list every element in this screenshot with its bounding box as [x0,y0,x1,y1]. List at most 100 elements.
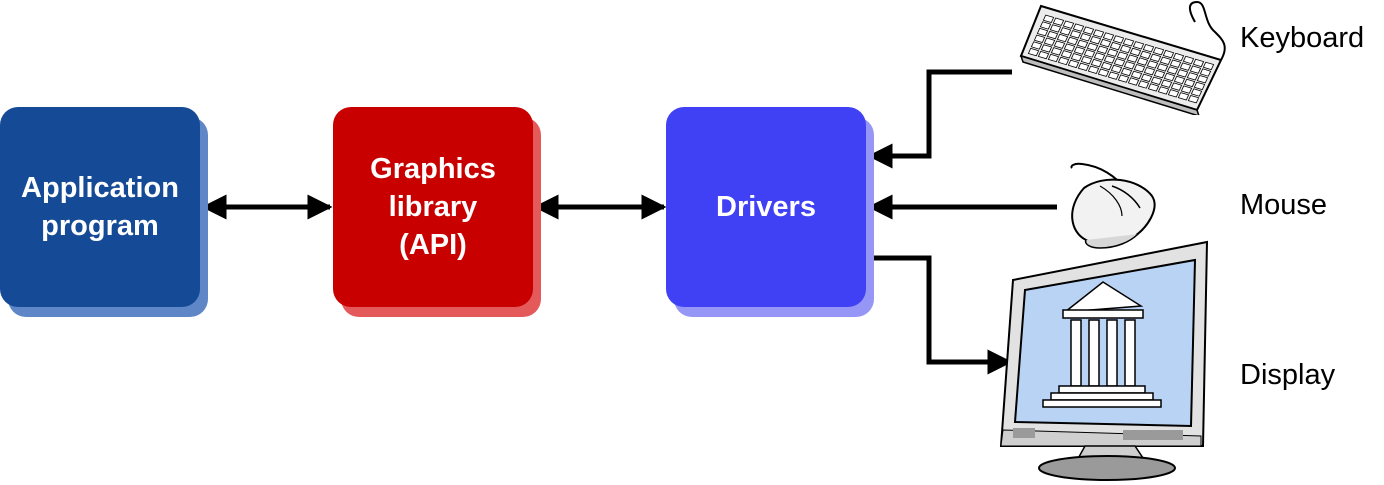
keyboard-key [1096,45,1109,54]
keyboard-key [1050,47,1063,56]
keyboard-key [1087,65,1100,74]
keyboard-key [1190,88,1203,97]
keyboard-key [1067,59,1080,69]
keyboard-key [1146,60,1159,69]
application-program-block: Application program [0,107,208,317]
application-program-face: Application program [0,107,200,307]
keyboard-key [1157,86,1170,95]
monitor-icon [999,240,1209,481]
keyboard-key [1149,53,1162,62]
keyboard-key [1090,58,1103,68]
keyboard-key [1193,81,1206,91]
keyboard-key [1186,72,1199,81]
keyboard-key [1113,58,1126,67]
keyboard-key [1159,56,1172,65]
keyboard-label: Keyboard [1240,22,1365,54]
keyboard-key [1049,24,1062,33]
keyboard-key [1053,40,1066,49]
graphics-library-label: Graphics library (API) [370,153,496,261]
keyboard-key [1119,44,1132,54]
keyboard-key [1069,30,1082,39]
keyboard-key [1103,55,1116,64]
keyboard-key [1166,66,1179,75]
keyboard-key [1033,34,1046,43]
keyboard-key [1099,38,1112,48]
keyboard-key [1110,64,1123,74]
keyboard-key [1043,37,1056,46]
keyboard-key [1123,61,1136,70]
keyboard-key [1093,52,1106,61]
keyboard-key [1047,53,1060,63]
keyboard-key [1130,70,1143,80]
keyboard-key [1152,47,1165,56]
graphics-library-face: Graphics library (API) [333,107,533,307]
keyboard-key [1172,52,1185,62]
keyboard-key [1086,42,1099,51]
keyboard-key [1046,30,1059,40]
keyboard-key [1133,64,1146,73]
keyboard-key [1056,33,1069,43]
display-wire [862,255,1013,375]
keyboard-key [1192,58,1205,68]
drivers-block: Drivers [666,107,874,317]
keyboard-key [1202,61,1215,71]
keyboard-key [1143,67,1156,76]
mouse-label: Mouse [1240,189,1328,221]
keyboard-key [1076,39,1089,49]
keyboard-key [1147,83,1160,92]
keyboard-key [1089,36,1102,45]
keyboard-key [1117,74,1130,83]
keyboard-key [1129,47,1142,57]
keyboard-key [1187,95,1200,104]
keyboard-key [1180,85,1193,94]
keyboard-key [1137,80,1150,89]
keyboard-key [1063,43,1076,52]
keyboard-key [1169,59,1182,68]
keyboard-key [1112,35,1125,44]
keyboard-key [1150,76,1163,85]
keyboard-key [1183,78,1196,88]
keyboard-key [1102,32,1115,41]
drivers-label: Drivers [716,191,816,223]
keyboard-key [1167,89,1180,98]
keyboard-key [1142,44,1155,53]
keyboard-key [1176,69,1189,78]
keyboard-key [1182,55,1195,65]
keyboard-key [1027,47,1040,57]
keyboard-key [1059,27,1072,36]
keyboard-key [1127,77,1140,86]
keyboard-key [1196,75,1209,84]
keyboard-key [1109,41,1122,51]
keyboard-key [1082,26,1095,35]
keyboard-key [1057,56,1070,66]
keyboard-key [1040,44,1053,53]
keyboard-key [1199,68,1212,77]
keyboard-key [1107,71,1120,80]
keyboard-key [1066,36,1079,46]
keyboard-key [1080,56,1093,65]
keyboard-key [1120,67,1133,77]
graphics-library-block: Graphics library (API) [333,107,541,317]
keyboard-key [1106,48,1119,57]
keyboard-key [1136,57,1149,66]
keyboard-key [1072,23,1085,32]
keyboard-key [1073,46,1086,55]
drivers-face: Drivers [666,107,866,307]
mouse-icon [1070,162,1156,249]
keyboard-key [1126,54,1139,63]
keyboard-key [1070,53,1083,62]
keyboard-key [1060,50,1073,59]
keyboard-key [1132,41,1145,50]
keyboard-key [1052,17,1065,26]
keyboard-key [1079,33,1092,42]
keyboard-key [1163,72,1176,82]
keyboard-key [1036,27,1049,37]
keyboard-key [1177,92,1190,101]
keyboard-key [1160,79,1173,88]
keyboard-wire [867,69,1012,169]
keyboard-key [1173,75,1186,85]
keyboard-key [1083,49,1096,58]
display-label: Display [1240,359,1336,391]
keyboard-key [1122,38,1135,47]
